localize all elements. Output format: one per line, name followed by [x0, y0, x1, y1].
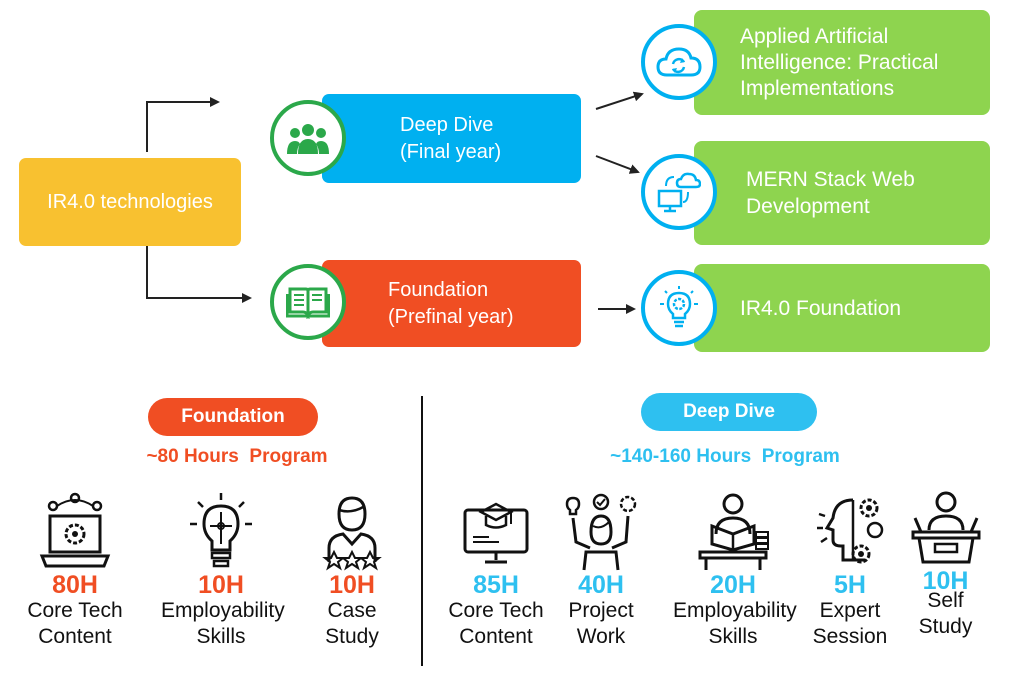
foundation-duration: ~80 Hours Program — [146, 446, 328, 467]
foundation-node: Foundation (Prefinal year) — [322, 260, 581, 347]
deep-dive-item-self-study: 10H Self Study — [878, 488, 1010, 640]
outcome-mern-node: MERN Stack Web Development — [694, 141, 990, 245]
foundation-title: Foundation — [388, 278, 489, 301]
laptop-gear-icon — [39, 492, 111, 568]
foundation-case-line2: Study — [325, 625, 379, 648]
outcome-ai-line1: Applied Artificial — [740, 24, 889, 48]
outcome-ir-node: IR4.0 Foundation — [694, 264, 990, 352]
cloud-sync-icon-circle — [641, 24, 717, 100]
lightbulb-gear-icon — [660, 286, 698, 328]
deep-dive-node: Deep Dive (Final year) — [322, 94, 581, 183]
deep-dive-title: Deep Dive — [400, 113, 494, 136]
deep-dive-self-hours: 10H — [922, 567, 969, 595]
outcome-mern-line2: Development — [746, 195, 870, 218]
bulb-puzzle-icon — [190, 493, 252, 568]
person-ideas-icon — [565, 493, 637, 571]
team-icon — [287, 124, 329, 154]
deep-dive-item-core-tech: 85H Core Tech Content — [436, 492, 556, 650]
cloud-computer-icon — [657, 172, 701, 213]
outcome-ai-node: Applied Artificial Intelligence: Practic… — [694, 10, 990, 115]
cloud-computer-icon-circle — [641, 154, 717, 230]
deep-dive-core-hours: 85H — [473, 571, 519, 599]
lightbulb-gear-icon-circle — [641, 270, 717, 346]
foundation-core-line2: Content — [38, 625, 112, 648]
foundation-badge-label: Foundation — [181, 406, 285, 427]
deep-dive-project-line2: Work — [576, 625, 626, 648]
deep-dive-item-project: 40H Project Work — [541, 492, 661, 650]
foundation-core-hours: 80H — [52, 571, 98, 599]
deep-dive-expert-line1: Expert — [819, 599, 881, 622]
foundation-emp-line2: Skills — [196, 625, 246, 648]
flow-connectors — [146, 91, 644, 314]
foundation-badge: Foundation — [148, 398, 318, 436]
foundation-subtitle: (Prefinal year) — [388, 305, 514, 328]
foundation-item-employability: 10H Employability Skills — [161, 492, 285, 650]
person-reading-icon — [698, 493, 769, 570]
foundation-core-line1: Core Tech — [27, 599, 123, 622]
section-divider — [421, 396, 423, 666]
deep-dive-project-line1: Project — [568, 599, 634, 622]
deep-dive-item-employability: 20H Employability Skills — [673, 492, 797, 650]
deep-dive-project-hours: 40H — [578, 571, 624, 599]
deep-dive-self-line2: Study — [918, 615, 973, 638]
foundation-item-case-study: 10H Case Study — [292, 492, 412, 650]
foundation-emp-hours: 10H — [198, 571, 244, 599]
book-icon — [286, 287, 330, 319]
deep-dive-self-line1: Self — [927, 589, 964, 612]
outcome-ai-line3: Implementations — [740, 76, 895, 100]
deep-dive-expert-hours: 5H — [834, 571, 866, 599]
outcome-ai-line2: Intelligence: Practical — [740, 50, 939, 74]
deep-dive-core-line2: Content — [459, 625, 533, 648]
person-podium-icon — [911, 491, 980, 564]
deep-dive-emp-hours: 20H — [710, 571, 756, 599]
person-stars-icon — [322, 496, 382, 571]
deep-dive-emp-line1: Employability — [673, 599, 797, 622]
root-label: IR4.0 technologies — [47, 190, 213, 213]
deep-dive-badge-label: Deep Dive — [683, 401, 775, 422]
outcome-mern-line1: MERN Stack Web — [746, 168, 915, 191]
book-icon-circle — [270, 264, 346, 340]
cloud-sync-icon — [656, 47, 702, 77]
deep-dive-core-line1: Core Tech — [448, 599, 544, 622]
foundation-emp-line1: Employability — [161, 599, 285, 622]
outcome-ir-line1: IR4.0 Foundation — [740, 296, 902, 320]
deep-dive-subtitle: (Final year) — [400, 140, 502, 163]
deep-dive-emp-line2: Skills — [708, 625, 758, 648]
root-node: IR4.0 technologies — [19, 158, 241, 246]
deep-dive-duration: ~140-160 Hours Program — [610, 446, 840, 467]
head-gears-icon — [817, 498, 884, 564]
deep-dive-item-expert: 5H Expert Session — [790, 492, 910, 650]
foundation-case-hours: 10H — [329, 571, 375, 599]
monitor-graduation-icon — [463, 502, 529, 564]
team-icon-circle — [270, 100, 346, 176]
deep-dive-expert-line2: Session — [812, 625, 888, 648]
foundation-item-core-tech: 80H Core Tech Content — [15, 492, 135, 650]
deep-dive-badge: Deep Dive — [641, 393, 817, 431]
foundation-case-line1: Case — [327, 599, 377, 622]
